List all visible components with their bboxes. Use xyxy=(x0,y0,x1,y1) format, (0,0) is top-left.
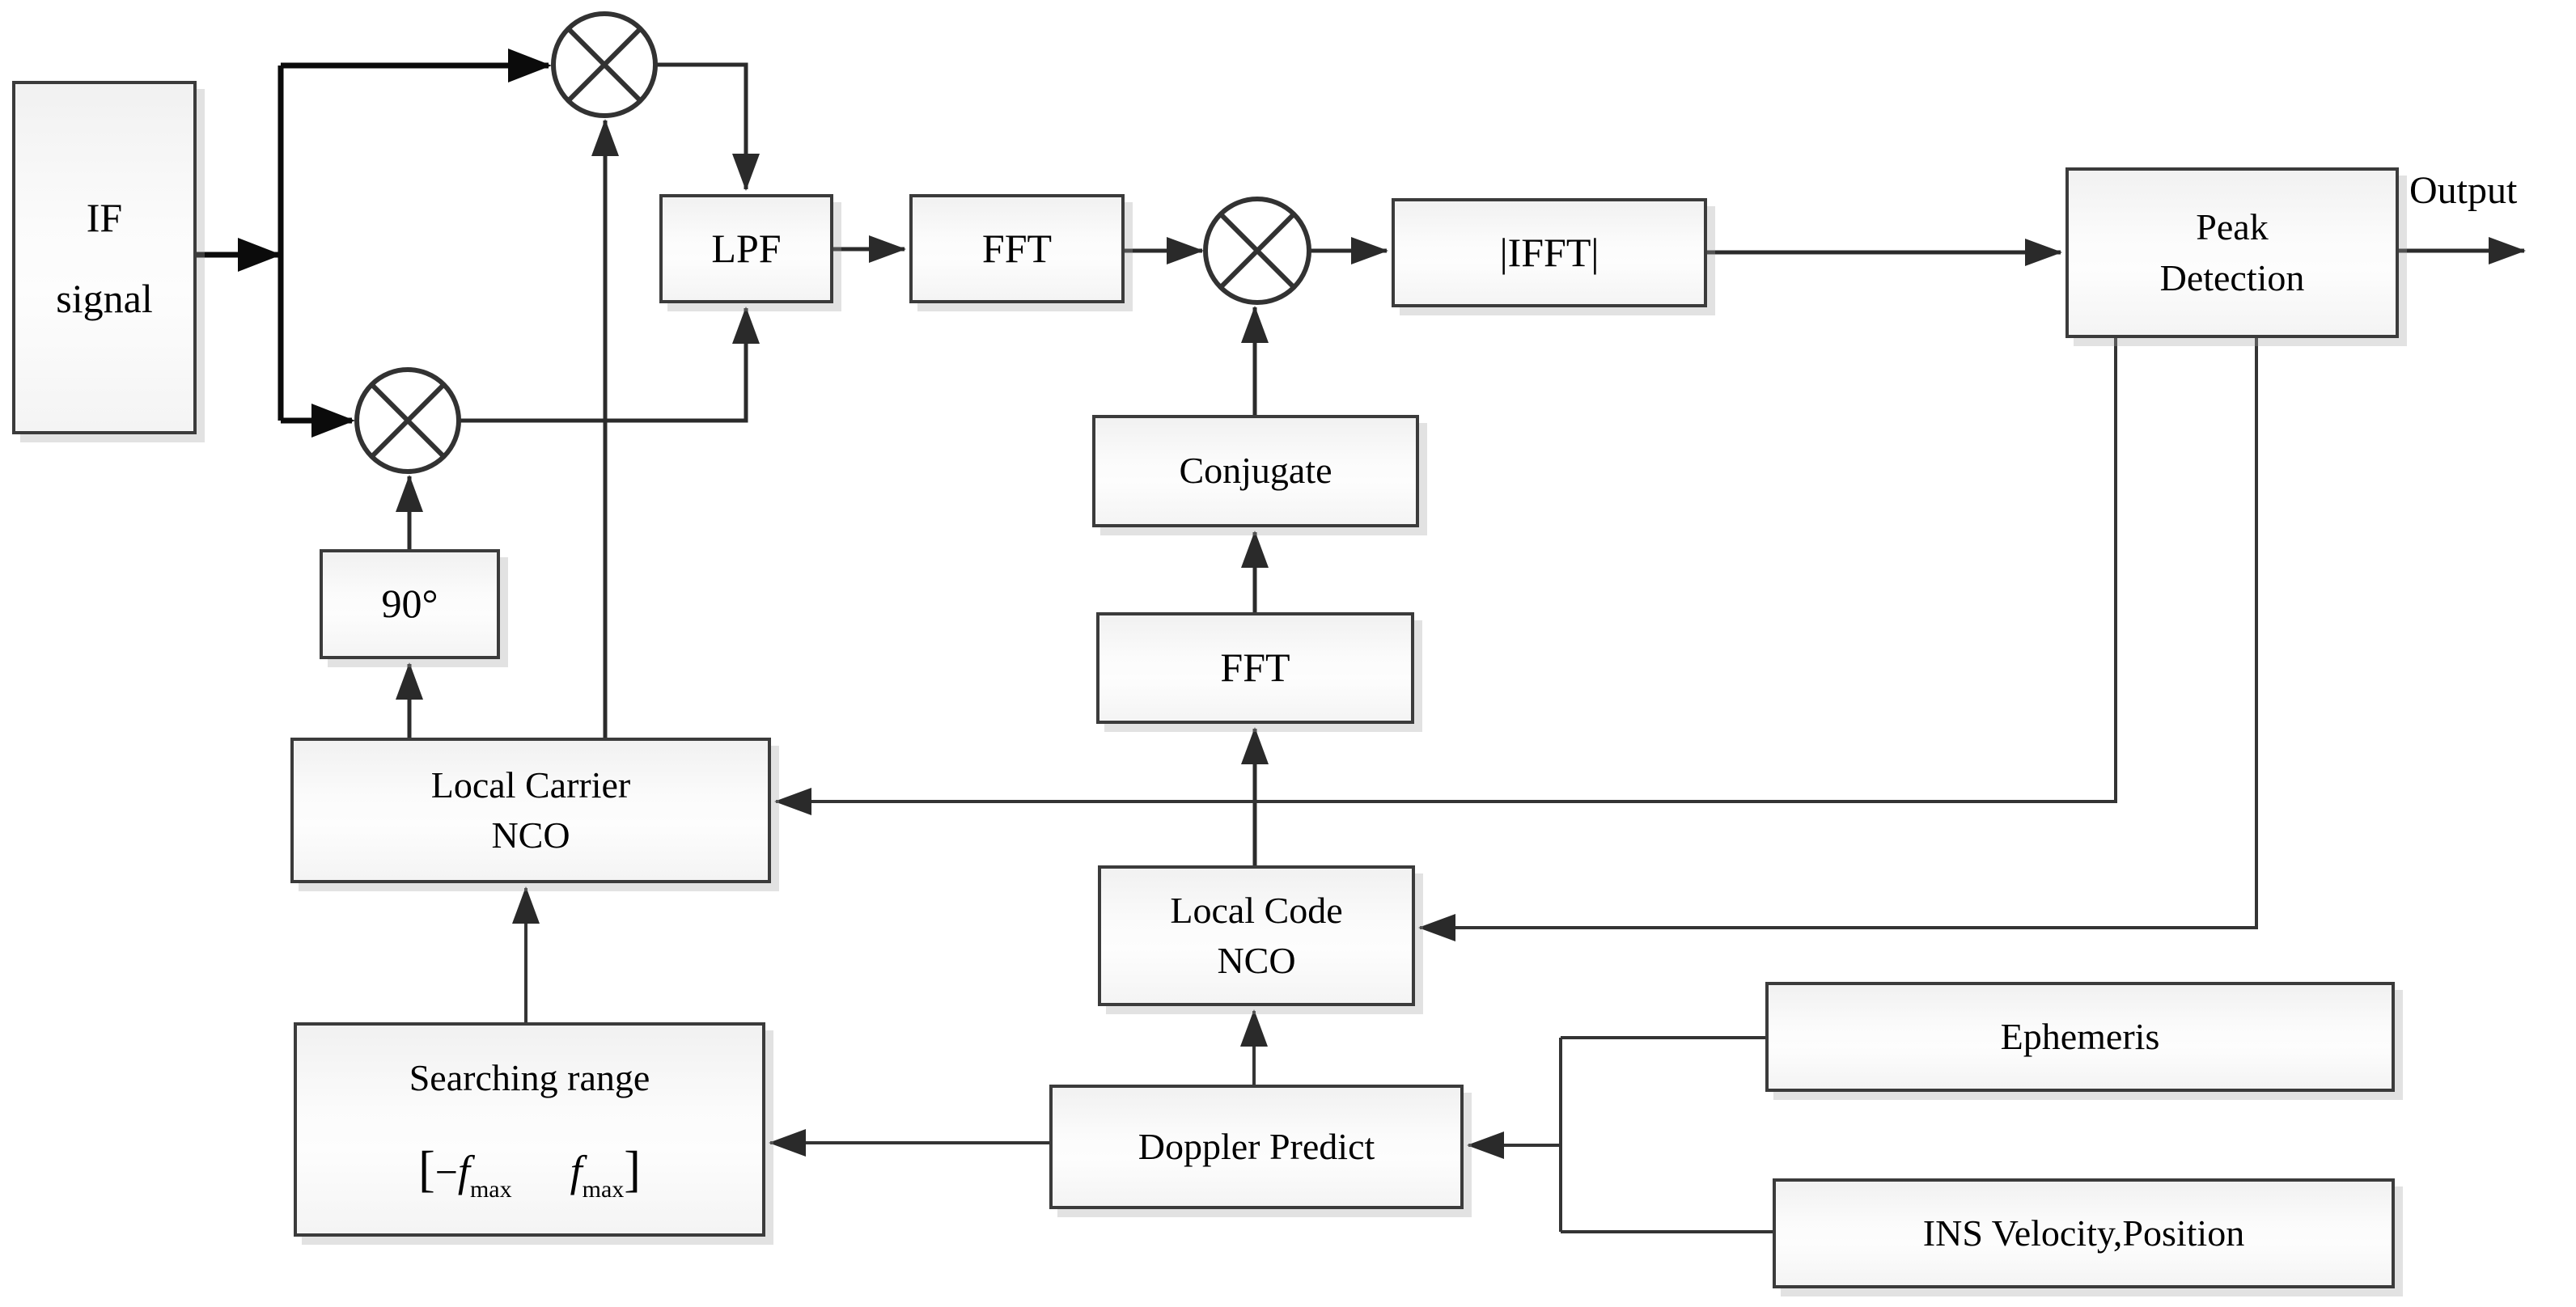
block-if-signal: IF signal xyxy=(12,81,197,434)
code-multiplier-icon xyxy=(1203,197,1311,305)
block-fft-code: FFT xyxy=(1096,612,1414,724)
wire-top-mixer-to-lpf xyxy=(655,62,760,191)
block-local-carrier-nco: Local Carrier NCO xyxy=(290,738,771,883)
mixer-symbols xyxy=(354,11,1311,474)
searching-range-label: Searching range xyxy=(409,1056,650,1098)
block-doppler-predict: Doppler Predict xyxy=(1049,1085,1464,1209)
block-conjugate: Conjugate xyxy=(1092,415,1419,527)
block-lpf: LPF xyxy=(659,194,833,303)
block-local-code-nco: Local Code NCO xyxy=(1098,865,1415,1006)
top-multiplier-icon xyxy=(551,11,658,118)
block-ifft: |IFFT| xyxy=(1392,198,1707,307)
wire-bottom-mixer-to-lpf xyxy=(459,307,760,423)
output-label: Output xyxy=(2409,169,2518,212)
wire-peak-feedback-carrier-nco xyxy=(774,338,2117,815)
block-peak-detection: Peak Detection xyxy=(2065,167,2399,338)
block-ephemeris: Ephemeris xyxy=(1765,982,2395,1092)
block-ins-velocity-position: INS Velocity,Position xyxy=(1773,1178,2395,1288)
block-fft-carrier: FFT xyxy=(909,194,1125,303)
wire-peak-feedback-code-nco xyxy=(1418,338,2258,941)
block-phase-shift-90: 90° xyxy=(320,549,500,659)
bottom-multiplier-icon xyxy=(354,367,461,474)
